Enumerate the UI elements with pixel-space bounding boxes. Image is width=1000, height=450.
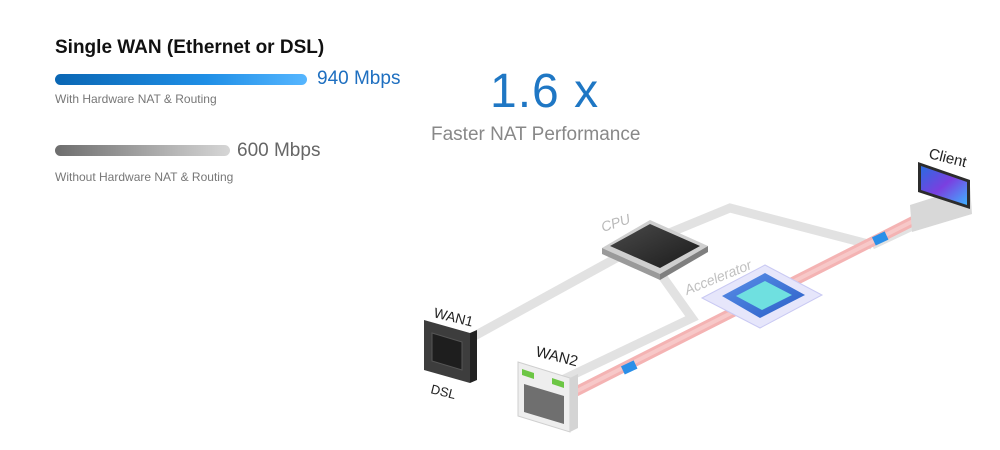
packet-icon xyxy=(620,360,638,375)
sw-nat-caption: Without Hardware NAT & Routing xyxy=(55,170,234,184)
performance-multiplier: 1.6 x xyxy=(490,65,600,118)
wan1-dsl-port-icon xyxy=(424,320,477,383)
cpu-chip-icon xyxy=(602,220,708,280)
dsl-label: DSL xyxy=(429,381,457,402)
sw-nat-speed-bar xyxy=(55,145,230,156)
hw-nat-speed-value: 940 Mbps xyxy=(317,68,401,89)
accelerator-chip-icon xyxy=(700,264,824,329)
packet-icon xyxy=(871,231,889,246)
cpu-label: CPU xyxy=(599,210,633,235)
page-title: Single WAN (Ethernet or DSL) xyxy=(55,37,325,58)
sw-nat-speed-value: 600 Mbps xyxy=(237,140,321,161)
wan2-label: WAN2 xyxy=(534,343,580,370)
hw-nat-speed-bar xyxy=(55,74,307,85)
performance-subtitle: Faster NAT Performance xyxy=(431,124,641,145)
hw-nat-caption: With Hardware NAT & Routing xyxy=(55,92,217,106)
laptop-icon xyxy=(910,162,972,232)
wan2-ethernet-port-icon xyxy=(517,361,578,433)
